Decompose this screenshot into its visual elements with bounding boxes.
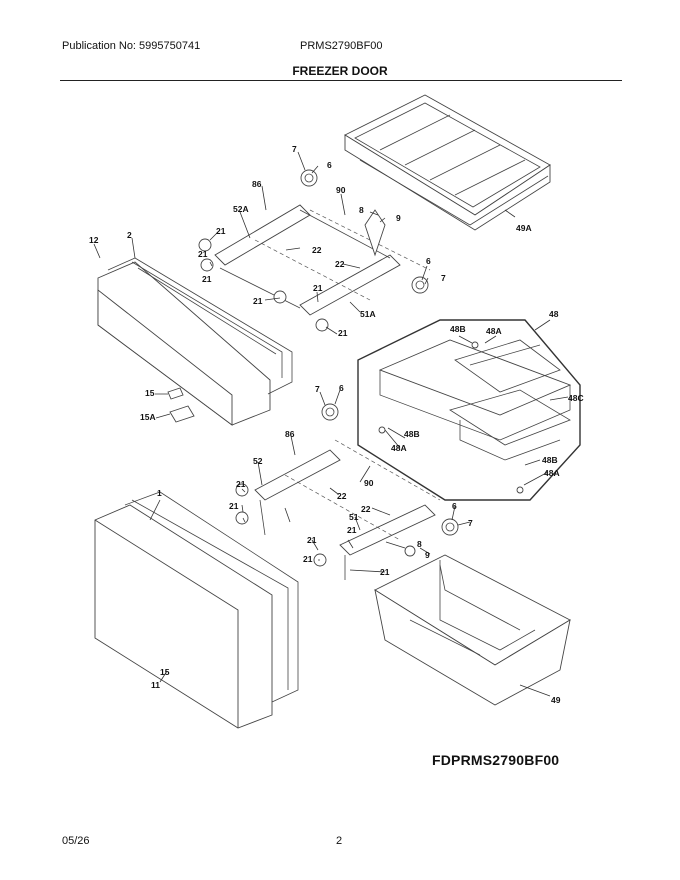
part-15a [169, 405, 195, 423]
callout: 22 [312, 245, 322, 255]
callout: 15 [145, 388, 155, 398]
callout: 9 [396, 213, 401, 223]
callout: 22 [337, 491, 347, 501]
callout: 21 [216, 226, 226, 236]
callout: 48B [450, 324, 466, 334]
callout: 21 [236, 479, 246, 489]
callout: 7 [441, 273, 446, 283]
callout: 21 [307, 535, 317, 545]
model-number: PRMS2790BF00 [300, 40, 383, 52]
callout: 86 [285, 429, 295, 439]
callout: 21 [229, 501, 239, 511]
callout: 51A [360, 309, 376, 319]
callout: 21 [253, 296, 263, 306]
page-title: FREEZER DOOR [292, 64, 388, 78]
callout: 22 [335, 259, 345, 269]
callout: 48A [486, 326, 502, 336]
callout: 21 [338, 328, 348, 338]
callout: 1 [157, 488, 162, 498]
callout-labels: 7 6 86 90 52A 8 9 21 22 12 2 21 21 22 6 … [89, 144, 584, 705]
callout: 49A [516, 223, 532, 233]
callout: 86 [252, 179, 262, 189]
callout: 6 [327, 160, 332, 170]
footer-date: 05/26 [62, 835, 90, 847]
callout: 6 [339, 383, 344, 393]
callout: 48B [404, 429, 420, 439]
callout: 11 [151, 680, 160, 690]
callout: 48 [549, 309, 559, 319]
callout: 48B [542, 455, 558, 465]
upper-rail-assembly [198, 169, 431, 332]
callout: 7 [292, 144, 297, 154]
callout: 48C [568, 393, 584, 403]
callout: 8 [359, 205, 364, 215]
callout: 90 [364, 478, 374, 488]
callout: 52A [233, 204, 249, 214]
callout: 21 [313, 283, 323, 293]
part-15 [167, 387, 184, 400]
callout: 2 [127, 230, 132, 240]
callout: 8 [417, 539, 422, 549]
lower-drawer-front [94, 491, 299, 729]
callout: 21 [202, 274, 212, 284]
callout: 21 [303, 554, 313, 564]
lower-basket-49 [374, 554, 571, 706]
callout: 22 [361, 504, 371, 514]
callout: 21 [380, 567, 390, 577]
upper-drawer-front [97, 257, 293, 426]
callout: 6 [426, 256, 431, 266]
callout: 52 [253, 456, 263, 466]
callout: 49 [551, 695, 561, 705]
callout: 15 [160, 667, 170, 677]
diagram-code: FDPRMS2790BF00 [432, 752, 560, 768]
publication-number: Publication No: 5995750741 [62, 40, 201, 52]
callout: 6 [452, 501, 457, 511]
callout: 48A [544, 468, 560, 478]
callout: 21 [347, 525, 357, 535]
upper-basket-49a [344, 94, 551, 231]
callout: 7 [468, 518, 473, 528]
callout: 51 [349, 512, 359, 522]
callout: 12 [89, 235, 99, 245]
callout: 90 [336, 185, 346, 195]
leader-lines [93, 151, 569, 697]
callout: 21 [198, 249, 208, 259]
callout: 15A [140, 412, 156, 422]
callout: 7 [315, 384, 320, 394]
detail-octagon-48 [357, 319, 581, 501]
callout: 48A [391, 443, 407, 453]
callout: 9 [425, 550, 430, 560]
page-number: 2 [336, 835, 343, 847]
title-rule [60, 80, 622, 81]
